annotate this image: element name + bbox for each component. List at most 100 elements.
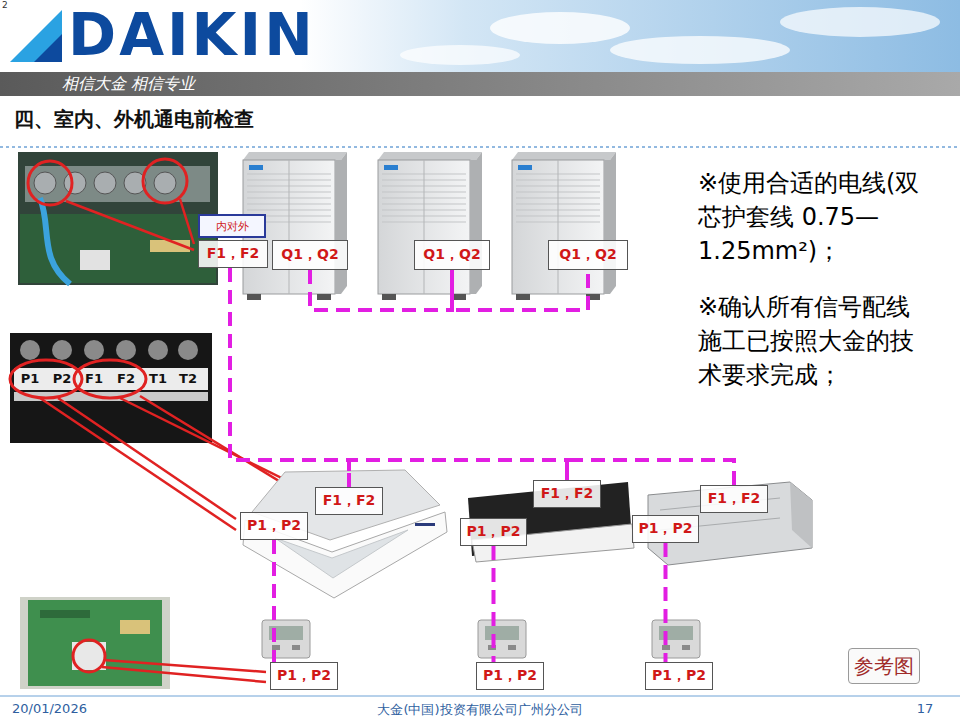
node-text: P1，P2 — [483, 667, 537, 685]
header-ground — [0, 0, 960, 72]
title-rule — [0, 146, 960, 148]
page-mark: 2 — [2, 0, 8, 10]
logo-mark — [34, 34, 62, 62]
terminal-screw — [154, 172, 176, 194]
outdoor-unit — [378, 152, 482, 300]
note-text: ※确认所有信号配线施工已按照大金的技术要求完成； — [698, 290, 926, 392]
node-text: F1，F2 — [541, 485, 594, 503]
terminal-label-strip — [14, 368, 208, 390]
unit-side — [790, 482, 812, 548]
terminal-name: T1 — [146, 371, 170, 386]
signal-wire-connector — [664, 543, 668, 662]
terminal-label-box: P1，P2 — [476, 662, 544, 690]
terminal-label-box: P1，P2 — [270, 662, 338, 690]
highlight-circle — [143, 159, 187, 203]
signal-wire — [40, 198, 70, 284]
footer-rule — [0, 696, 960, 697]
signal-wire-connector — [452, 270, 588, 310]
node-text: Q1，Q2 — [281, 246, 338, 264]
footer-company: 大金(中国)投资有限公司广州分公司 — [330, 701, 630, 719]
pcb-photo — [18, 152, 218, 285]
tagline-band — [0, 72, 960, 96]
note-text: ※使用合适的电线(双芯护套线 0.75—1.25mm²)； — [698, 166, 926, 268]
node-text: F1，F2 — [207, 245, 260, 263]
leader-line — [58, 398, 236, 519]
node-text: P1，P2 — [277, 667, 331, 685]
terminal-name: P2 — [50, 371, 74, 386]
signal-wire-connector — [310, 270, 452, 310]
terminal-screw — [20, 340, 40, 360]
node-text: 内对外 — [216, 219, 249, 234]
node-text: P1，P2 — [652, 667, 706, 685]
cloud — [780, 7, 940, 37]
remote-controller — [478, 620, 526, 658]
node-text: Q1，Q2 — [559, 246, 616, 264]
outdoor-unit — [512, 152, 616, 300]
remote-controller — [652, 620, 700, 658]
terminal-screw — [116, 340, 136, 360]
pcb-component — [120, 620, 150, 634]
leader-line — [66, 201, 194, 250]
terminal-label-box: Q1，Q2 — [414, 240, 490, 270]
signal-wire-connector — [272, 540, 276, 662]
page-number: 17 — [905, 701, 945, 716]
highlight-circle — [10, 360, 82, 398]
node-text: P1，P2 — [466, 523, 520, 541]
remote-pcb-photo — [20, 597, 170, 689]
terminal-label-box: F1，F2 — [700, 485, 768, 513]
cloud — [490, 12, 630, 44]
terminal-label-box: P1，P2 — [460, 518, 527, 546]
node-text: F1，F2 — [323, 492, 376, 510]
pcb-component — [80, 250, 110, 270]
photo-ground — [18, 152, 218, 285]
terminal-note-box: 内对外 — [198, 214, 266, 238]
leader-line — [40, 398, 236, 530]
terminal-name: F2 — [114, 371, 138, 386]
terminal-label-box: Q1，Q2 — [548, 240, 628, 270]
terminal-label-box: P1，P2 — [632, 515, 699, 543]
highlight-circle — [73, 640, 105, 672]
terminal-label-box: P1，P2 — [645, 662, 713, 690]
node-text: 参考图 — [854, 653, 914, 680]
cloud — [400, 45, 520, 65]
signal-wire-connector — [230, 268, 349, 487]
terminal-label-box: Q1，Q2 — [272, 240, 348, 270]
highlight-circle — [74, 360, 146, 398]
terminal-screw — [94, 172, 116, 194]
terminal-label-box: F1，F2 — [533, 480, 601, 508]
terminal-screw — [52, 340, 72, 360]
terminal-block-photo — [10, 333, 212, 443]
pcb-board — [28, 600, 162, 686]
slide-title: 四、室内、外机通电前检查 — [14, 106, 254, 133]
logo-mark — [10, 10, 62, 62]
terminal-label-box: P1，P2 — [240, 512, 308, 540]
terminal-label-box: F1，F2 — [198, 240, 268, 268]
node-text: P1，P2 — [247, 517, 301, 535]
pcb-trace — [40, 610, 90, 618]
unit-mark — [415, 523, 435, 526]
node-text: P1，P2 — [638, 520, 692, 538]
remote-controller — [262, 620, 310, 658]
terminal-screw — [34, 172, 56, 194]
sky-banner — [300, 0, 960, 72]
highlight-circle — [28, 161, 72, 205]
terminal-name: F1 — [82, 371, 106, 386]
photo-ground — [10, 333, 212, 443]
terminal-label-box: F1，F2 — [315, 487, 383, 515]
terminal-name: T2 — [176, 371, 200, 386]
cloud — [610, 36, 790, 64]
node-text: F1，F2 — [708, 490, 761, 508]
photo-ground — [20, 597, 170, 689]
terminal-screw — [178, 340, 198, 360]
leader-line — [102, 667, 266, 682]
tagline: 相信大金 相信专业 — [62, 74, 195, 94]
brand-logo: DAIKIN — [68, 6, 316, 64]
terminal-screw — [64, 172, 86, 194]
footer-date: 20/01/2026 — [12, 701, 87, 716]
signal-wire-connector — [492, 546, 496, 662]
terminal-screw — [148, 340, 168, 360]
terminal-name: P1 — [18, 371, 42, 386]
terminal-screw — [84, 340, 104, 360]
node-text: Q1，Q2 — [423, 246, 480, 264]
leader-line — [180, 199, 194, 244]
